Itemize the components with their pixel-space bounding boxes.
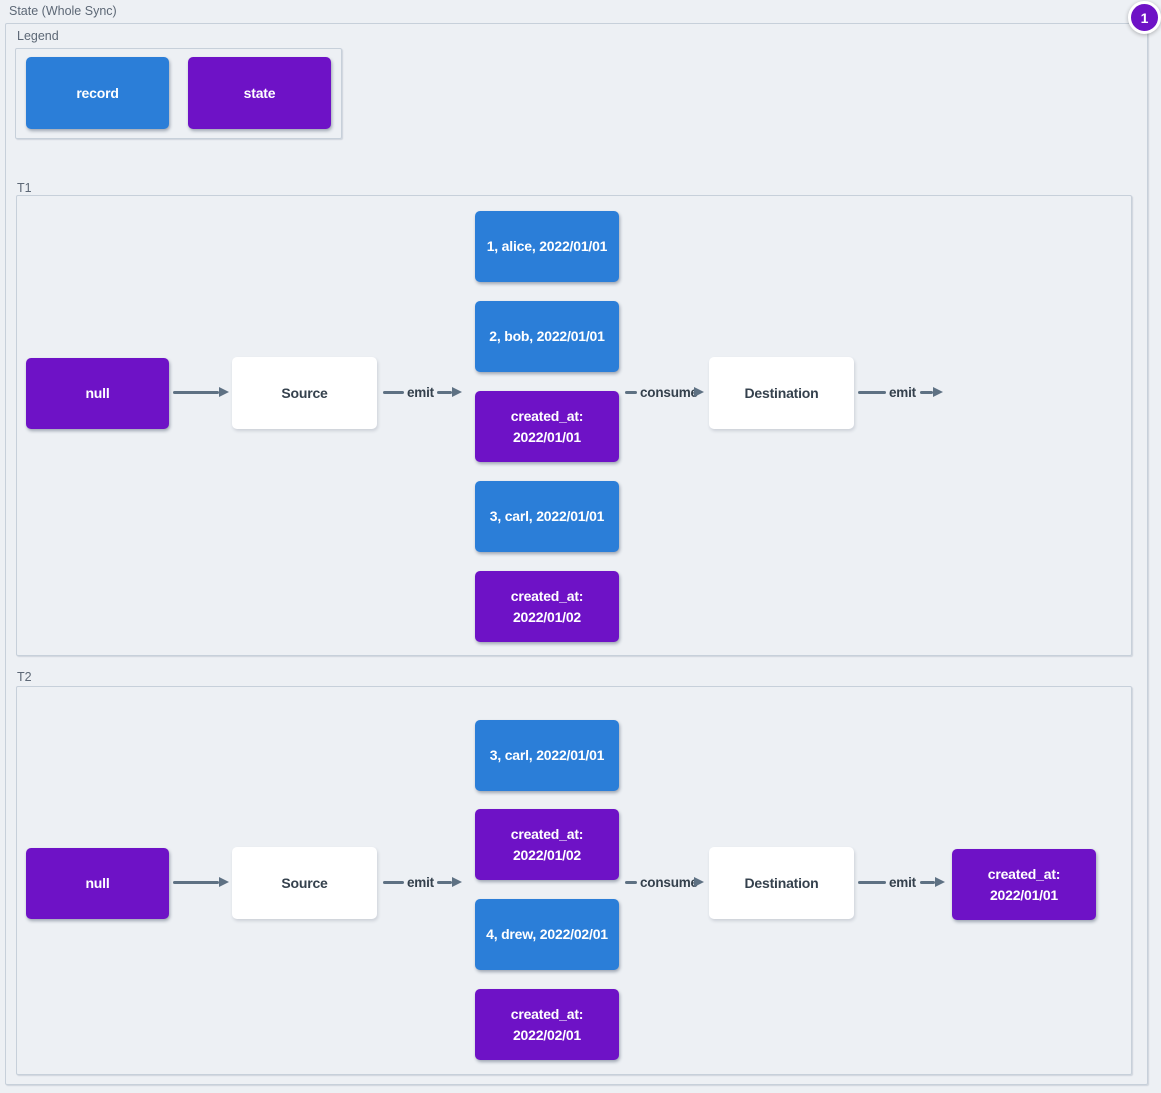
t1-state-created-0102: created_at: 2022/01/02 — [475, 571, 619, 642]
t1-state-created-0101: created_at: 2022/01/01 — [475, 391, 619, 462]
t2-edge-emit-line2 — [437, 881, 452, 884]
t2-state-created-0102-label: created_at: 2022/01/02 — [510, 825, 584, 863]
t1-label: T1 — [17, 181, 32, 195]
t2-record-drew: 4, drew, 2022/02/01 — [475, 899, 619, 970]
legend-record-label: record — [76, 84, 119, 101]
t2-final-state-node: created_at: 2022/01/01 — [952, 849, 1096, 920]
t1-null-label: null — [85, 385, 110, 401]
t1-record-bob: 2, bob, 2022/01/01 — [475, 301, 619, 372]
diagram-title: State (Whole Sync) — [9, 4, 117, 18]
t1-edge-emit-out-arrow-icon — [933, 387, 943, 397]
cluster-t1 — [16, 195, 1132, 656]
legend-state-label: state — [243, 84, 276, 101]
t2-edge-emit-out-arrow-icon — [935, 877, 945, 887]
t1-state-created-0102-label: created_at: 2022/01/02 — [510, 587, 584, 625]
t1-record-carl: 3, carl, 2022/01/01 — [475, 481, 619, 552]
t1-edge-consume-arrow-icon — [694, 387, 704, 397]
t2-edge-emit-arrow-icon — [452, 877, 462, 887]
t2-edge-null-source-line — [173, 881, 219, 884]
t1-edge-null-source-line — [173, 391, 219, 394]
t2-record-carl-label: 3, carl, 2022/01/01 — [489, 747, 605, 763]
t2-edge-null-source-arrow-icon — [219, 877, 229, 887]
t2-edge-emit-out-label: emit — [889, 874, 916, 890]
t2-destination-label: Destination — [744, 874, 819, 891]
t2-edge-emit-label: emit — [407, 874, 434, 890]
t2-source-label: Source — [281, 874, 328, 891]
t2-edge-emit-out-line1 — [858, 881, 886, 884]
t1-record-alice: 1, alice, 2022/01/01 — [475, 211, 619, 282]
t2-edge-emit-line1 — [383, 881, 404, 884]
t2-final-state-label: created_at: 2022/01/01 — [987, 865, 1061, 903]
t1-edge-emit-arrow-icon — [452, 387, 462, 397]
t1-edge-emit-out-line2 — [920, 391, 933, 394]
t1-edge-consume-line — [625, 391, 637, 394]
t2-record-carl: 3, carl, 2022/01/01 — [475, 720, 619, 791]
t2-record-drew-label: 4, drew, 2022/02/01 — [486, 926, 608, 942]
t1-source-node: Source — [232, 357, 377, 429]
legend-record-node: record — [26, 57, 169, 129]
cluster-t2 — [16, 686, 1132, 1075]
annotation-badge-1[interactable]: 1 — [1128, 1, 1161, 34]
t2-edge-emit-out-line2 — [920, 881, 935, 884]
t1-destination-node: Destination — [709, 357, 854, 429]
t2-state-created-0201: created_at: 2022/02/01 — [475, 989, 619, 1060]
t1-null-node: null — [26, 358, 169, 429]
t1-record-alice-label: 1, alice, 2022/01/01 — [486, 238, 608, 254]
legend-state-node: state — [188, 57, 331, 129]
cluster-state-whole-sync — [5, 23, 1148, 1085]
t2-source-node: Source — [232, 847, 377, 919]
t2-destination-node: Destination — [709, 847, 854, 919]
t2-state-created-0201-label: created_at: 2022/02/01 — [510, 1005, 584, 1043]
t1-state-created-0101-label: created_at: 2022/01/01 — [510, 407, 584, 445]
t2-edge-consume-line — [625, 881, 637, 884]
legend-cluster — [15, 48, 342, 139]
t2-state-created-0102: created_at: 2022/01/02 — [475, 809, 619, 880]
legend-label: Legend — [17, 29, 59, 43]
t1-edge-emit-line1 — [383, 391, 404, 394]
t2-edge-consume-arrow-icon — [694, 877, 704, 887]
t2-label: T2 — [17, 670, 32, 684]
t1-edge-emit-out-label: emit — [889, 384, 916, 400]
t1-record-carl-label: 3, carl, 2022/01/01 — [489, 508, 605, 524]
t1-edge-emit-out-line1 — [858, 391, 886, 394]
t1-edge-consume-label: consume — [640, 384, 698, 400]
t1-source-label: Source — [281, 384, 328, 401]
t2-null-node: null — [26, 848, 169, 919]
t2-null-label: null — [85, 875, 110, 891]
t1-edge-emit-label: emit — [407, 384, 434, 400]
t1-edge-emit-line2 — [437, 391, 452, 394]
t2-edge-consume-label: consume — [640, 874, 698, 890]
t1-edge-null-source-arrow-icon — [219, 387, 229, 397]
t1-destination-label: Destination — [744, 384, 819, 401]
annotation-badge-count: 1 — [1140, 9, 1149, 26]
t1-record-bob-label: 2, bob, 2022/01/01 — [489, 328, 605, 344]
